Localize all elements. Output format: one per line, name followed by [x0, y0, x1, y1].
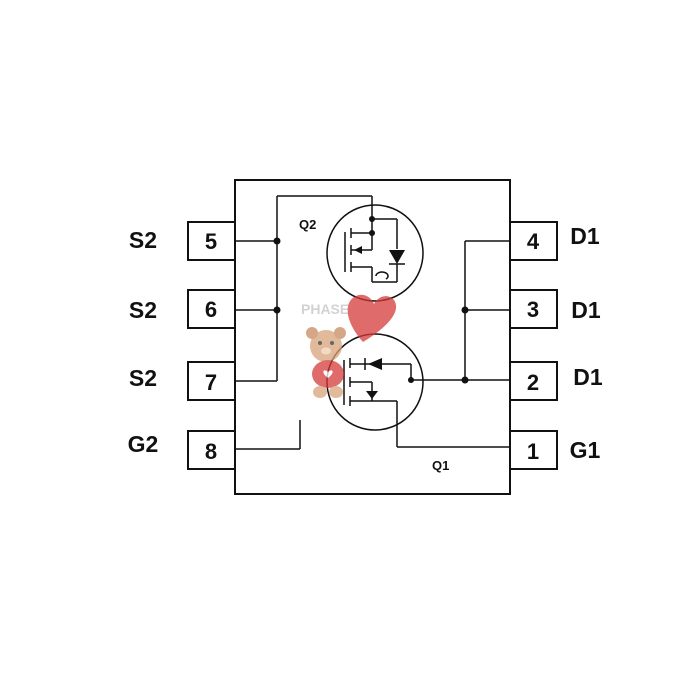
- q2-circle: [326, 204, 424, 302]
- pin-2: 2 D1: [509, 361, 603, 401]
- pin-1-number: 1: [527, 439, 539, 464]
- q1-label: Q1: [432, 458, 449, 473]
- pin-4: 4 D1: [509, 221, 600, 261]
- pin-7-number: 7: [205, 370, 217, 395]
- pin-8-box: [187, 430, 236, 470]
- pin-1: 1 G1: [509, 430, 601, 470]
- heart-balloon-icon: [347, 294, 397, 342]
- pin-8-number: 8: [205, 439, 217, 464]
- q2-label: Q2: [299, 217, 316, 232]
- watermark-text: PHASE: [301, 301, 349, 317]
- junction-dots: [273, 237, 469, 384]
- pin-3: 3 D1: [509, 289, 601, 329]
- pin-5-name: S2: [129, 227, 157, 253]
- pin-3-number: 3: [527, 297, 539, 322]
- pin-6: 6 S2: [129, 289, 236, 329]
- pin-4-number: 4: [527, 229, 540, 254]
- pin-4-name: D1: [570, 223, 600, 249]
- pin-2-number: 2: [527, 370, 539, 395]
- pin-5-number: 5: [205, 229, 217, 254]
- pin-2-name: D1: [573, 364, 603, 390]
- pin-2-box: [509, 361, 558, 401]
- q2-transistor: Q2: [299, 204, 424, 302]
- pin-7-name: S2: [129, 365, 157, 391]
- pin-5-box: [187, 221, 236, 261]
- pin-1-box: [509, 430, 558, 470]
- pin-6-number: 6: [205, 297, 217, 322]
- bear-head-icon: [310, 330, 342, 362]
- watermark-logo: PHASE: [301, 294, 397, 398]
- pin-6-box: [187, 289, 236, 329]
- pin-7: 7 S2: [129, 361, 236, 401]
- pin-8: 8 G2: [128, 430, 236, 470]
- pin-6-name: S2: [129, 297, 157, 323]
- pin-1-name: G1: [570, 437, 601, 463]
- pin-8-name: G2: [128, 431, 159, 457]
- pin-3-name: D1: [571, 297, 601, 323]
- pin-5: 5 S2: [129, 221, 236, 261]
- pin-3-box: [509, 289, 558, 329]
